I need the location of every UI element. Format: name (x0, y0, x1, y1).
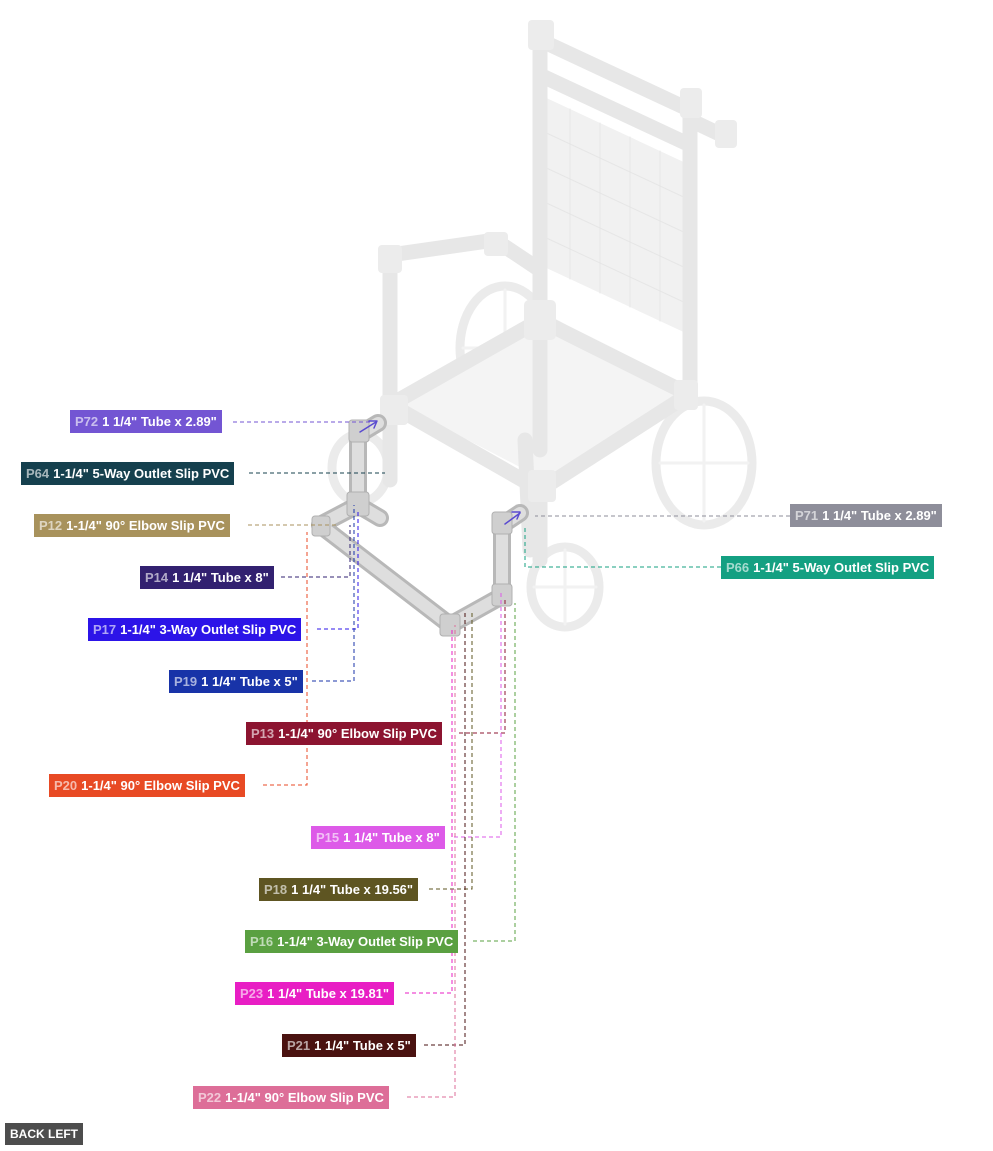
part-id: P23 (240, 986, 264, 1001)
part-name: 1 1/4" Tube x 8" (343, 830, 440, 845)
part-id: P22 (198, 1090, 222, 1105)
part-id: P12 (39, 518, 63, 533)
part-id: P20 (54, 778, 78, 793)
part-name: 1 1/4" Tube x 19.81" (267, 986, 390, 1001)
footrest-pipe-assembly (311, 414, 529, 637)
part-id: P17 (93, 622, 117, 637)
part-id: P16 (250, 934, 274, 949)
part-id: P72 (75, 414, 99, 429)
part-name: 1 1/4" Tube x 19.56" (291, 882, 414, 897)
part-name: 1-1/4" 5-Way Outlet Slip PVC (53, 466, 230, 481)
part-name: 1-1/4" 3-Way Outlet Slip PVC (120, 622, 297, 637)
part-name: 1 1/4" Tube x 2.89" (822, 508, 937, 523)
part-id: P15 (316, 830, 340, 845)
part-name: 1-1/4" 90° Elbow Slip PVC (278, 726, 437, 741)
view-label: BACK LEFT (5, 1123, 83, 1145)
part-id: P14 (145, 570, 169, 585)
part-name: 1 1/4" Tube x 5" (314, 1038, 411, 1053)
part-id: P64 (26, 466, 50, 481)
part-name: 1-1/4" 3-Way Outlet Slip PVC (277, 934, 454, 949)
part-name: 1-1/4" 90° Elbow Slip PVC (81, 778, 240, 793)
part-id: P18 (264, 882, 288, 897)
part-id: P13 (251, 726, 275, 741)
leader-lines (233, 421, 790, 1098)
part-name: 1 1/4" Tube x 8" (172, 570, 269, 585)
part-name: 1 1/4" Tube x 2.89" (102, 414, 217, 429)
part-id: P66 (726, 560, 750, 575)
part-name: 1-1/4" 90° Elbow Slip PVC (66, 518, 225, 533)
part-name: 1-1/4" 90° Elbow Slip PVC (225, 1090, 384, 1105)
part-name: 1 1/4" Tube x 5" (201, 674, 298, 689)
part-id: P21 (287, 1038, 311, 1053)
wheelchair-ghost-illustration (327, 20, 757, 632)
part-id: P71 (795, 508, 819, 523)
part-name: 1-1/4" 5-Way Outlet Slip PVC (753, 560, 930, 575)
part-id: P19 (174, 674, 198, 689)
